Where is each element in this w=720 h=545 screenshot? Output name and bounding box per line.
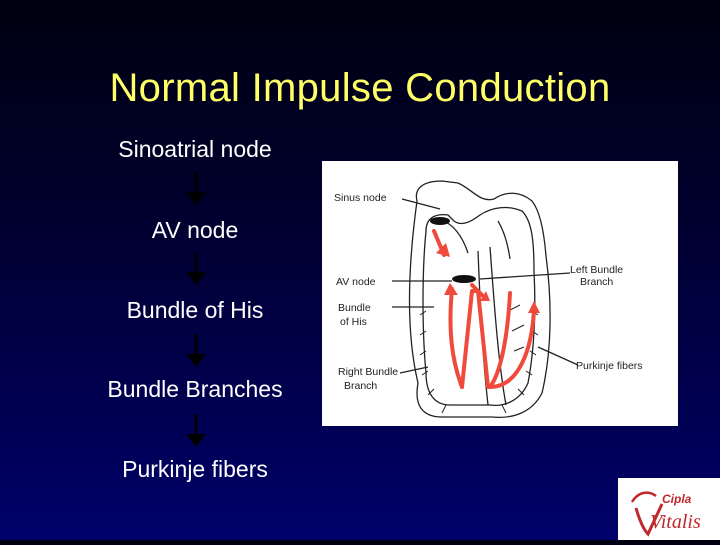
down-arrow-icon	[186, 334, 206, 367]
flow-step-sinoatrial-node: Sinoatrial node	[118, 136, 272, 162]
label-right-bundle-line2: Branch	[344, 380, 377, 392]
flow-step-bundle-of-his: Bundle of His	[126, 297, 264, 323]
slide-title: Normal Impulse Conduction	[109, 66, 611, 110]
label-bundle-of-his-line1: Bundle	[338, 302, 371, 314]
down-arrow-icon	[186, 172, 206, 205]
down-arrow-icon	[186, 414, 206, 447]
conduction-flow: Sinoatrial node AV node Bundle of His Bu…	[60, 130, 330, 490]
label-left-bundle-line2: Branch	[580, 276, 613, 288]
logo-vitalis-text: Vitalis	[650, 511, 701, 533]
cipla-vitalis-logo: Cipla Vitalis	[618, 478, 720, 540]
logo-mark: Cipla Vitalis	[630, 491, 701, 537]
label-sinus-node: Sinus node	[334, 192, 387, 204]
label-right-bundle-line1: Right Bundle	[338, 366, 398, 378]
label-av-node: AV node	[336, 276, 376, 288]
label-left-bundle-line1: Left Bundle	[570, 264, 623, 276]
flow-step-bundle-branches: Bundle Branches	[107, 376, 283, 402]
label-bundle-of-his-line2: of His	[340, 316, 367, 328]
flow-step-av-node: AV node	[151, 217, 239, 243]
av-node-shape	[452, 275, 476, 283]
down-arrow-icon	[186, 252, 206, 285]
flow-step-purkinje-fibers: Purkinje fibers	[122, 456, 268, 482]
sinus-node-shape	[430, 217, 450, 225]
label-purkinje-fibers: Purkinje fibers	[576, 360, 643, 372]
heart-conduction-diagram: Sinus node AV node Bundle of His Right B…	[322, 161, 678, 426]
heart-illustration: Sinus node AV node Bundle of His Right B…	[334, 180, 643, 419]
logo-cipla-text: Cipla	[662, 492, 692, 506]
